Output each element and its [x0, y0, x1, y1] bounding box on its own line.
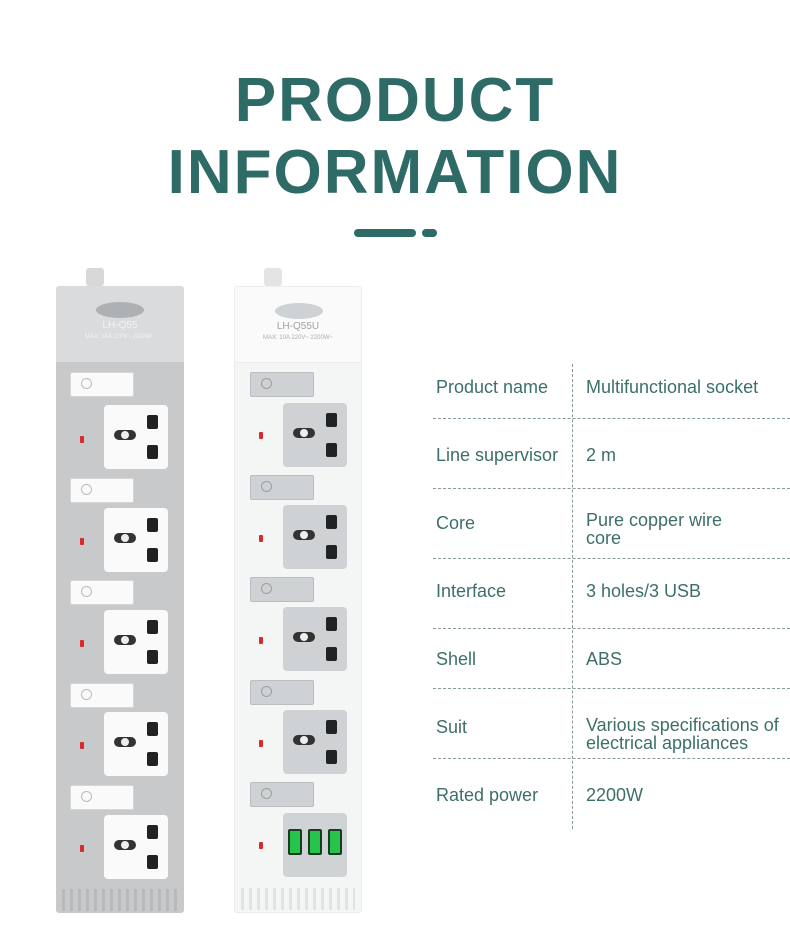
strip-head: LH-Q55 MAX: 10A 220V~ 2200W~	[56, 286, 184, 362]
power-icon	[261, 378, 272, 389]
row-separator	[433, 418, 790, 419]
table-divider	[572, 364, 573, 829]
universal-outlet-5[interactable]	[104, 815, 168, 879]
power-switch-5[interactable]	[250, 782, 314, 807]
power-icon	[261, 583, 272, 594]
indicator-led	[259, 740, 263, 747]
universal-outlet-1[interactable]	[283, 403, 347, 467]
spec-label-product-name: Product name	[436, 377, 549, 397]
brand-logo	[96, 302, 144, 318]
power-icon	[81, 689, 92, 700]
indicator-led	[80, 436, 84, 443]
power-icon	[81, 586, 92, 597]
indicator-led	[80, 538, 84, 545]
spec-label-shell: Shell	[436, 649, 477, 669]
usb-panel	[283, 813, 347, 877]
indicator-led	[259, 842, 263, 849]
power-switch-4[interactable]	[250, 680, 314, 705]
indicator-led	[259, 637, 263, 644]
universal-outlet-3[interactable]	[104, 610, 168, 674]
spec-label-rated-power: Rated power	[436, 785, 539, 805]
title-underline-dot	[422, 229, 437, 237]
indicator-led	[259, 535, 263, 542]
power-icon	[261, 686, 272, 697]
title-line-1: PRODUCT	[234, 66, 556, 135]
indicator-led	[80, 742, 84, 749]
power-switch-1[interactable]	[250, 372, 314, 397]
cord-stub	[264, 268, 282, 286]
power-switch-3[interactable]	[70, 580, 134, 605]
row-separator	[433, 628, 790, 629]
spec-label-core: Core	[436, 513, 476, 533]
usb-port-1[interactable]	[288, 829, 302, 855]
row-separator	[433, 488, 790, 489]
power-switch-5[interactable]	[70, 785, 134, 810]
power-icon	[261, 481, 272, 492]
universal-outlet-1[interactable]	[104, 405, 168, 469]
power-icon	[81, 484, 92, 495]
power-icon	[261, 788, 272, 799]
row-separator	[433, 688, 790, 689]
power-switch-4[interactable]	[70, 683, 134, 708]
spec-value-core: Pure copper wire core	[586, 510, 723, 548]
power-switch-3[interactable]	[250, 577, 314, 602]
model-label: LH-Q55U	[276, 321, 320, 332]
spec-value-product-name: Multifunctional socket	[586, 377, 759, 397]
universal-outlet-2[interactable]	[104, 508, 168, 572]
spec-label-line-supervisor: Line supervisor	[436, 445, 559, 465]
indicator-led	[259, 432, 263, 439]
spec-value-suit: Various specifications of electrical app…	[586, 715, 779, 753]
usb-port-3[interactable]	[328, 829, 342, 855]
spec-value-interface: 3 holes/3 USB	[586, 581, 702, 601]
title-underline-long	[354, 229, 416, 237]
rating-label: MAX: 10A 220V~ 2200W~	[262, 335, 334, 341]
spec-label-suit: Suit	[436, 717, 468, 737]
title-line-2: INFORMATION	[167, 138, 623, 207]
spec-value-rated-power: 2200W	[586, 785, 644, 805]
universal-outlet-2[interactable]	[283, 505, 347, 569]
strip-head: LH-Q55U MAX: 10A 220V~ 2200W~	[234, 286, 362, 364]
indicator-led	[80, 640, 84, 647]
usb-port-2[interactable]	[308, 829, 322, 855]
model-label: LH-Q55	[102, 320, 138, 331]
universal-outlet-3[interactable]	[283, 607, 347, 671]
cord-stub	[86, 268, 104, 286]
row-separator	[433, 758, 790, 759]
strip-fins	[241, 888, 355, 910]
rating-label: MAX: 10A 220V~ 2200W~	[84, 334, 156, 340]
power-icon	[81, 791, 92, 802]
power-switch-2[interactable]	[250, 475, 314, 500]
indicator-led	[80, 845, 84, 852]
universal-outlet-4[interactable]	[104, 712, 168, 776]
spec-value-line-supervisor: 2 m	[586, 445, 617, 465]
spec-label-interface: Interface	[436, 581, 507, 601]
strip-fins	[62, 889, 178, 911]
row-separator	[433, 558, 790, 559]
brand-logo	[275, 303, 323, 319]
power-icon	[81, 378, 92, 389]
universal-outlet-4[interactable]	[283, 710, 347, 774]
spec-value-shell: ABS	[586, 649, 623, 669]
power-switch-2[interactable]	[70, 478, 134, 503]
power-switch-1[interactable]	[70, 372, 134, 397]
